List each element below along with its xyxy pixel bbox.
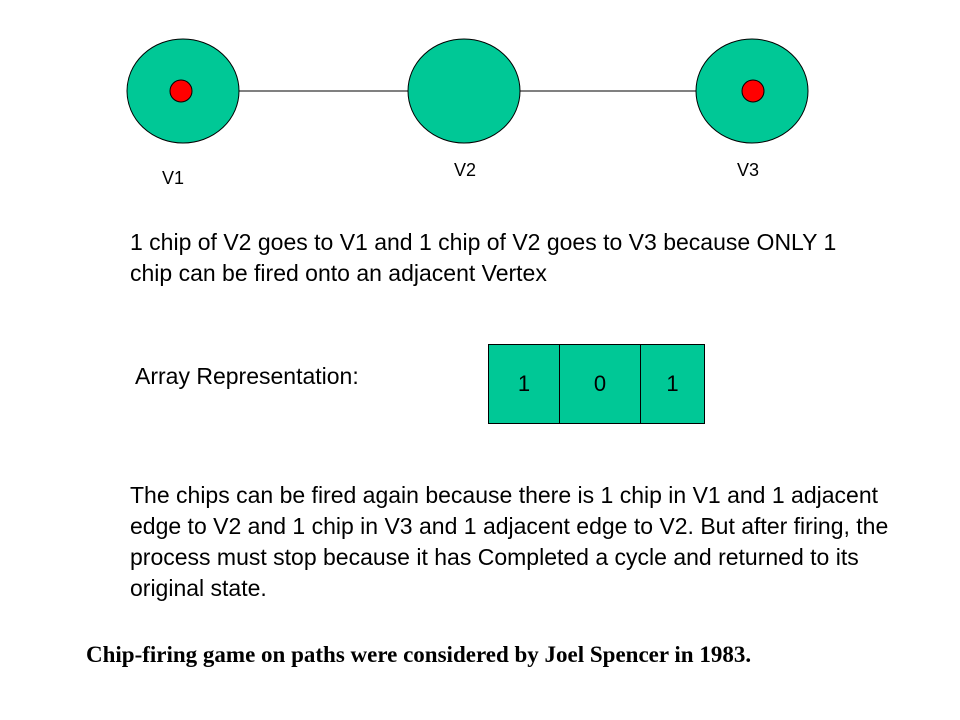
explanation-text: 1 chip of V2 goes to V1 and 1 chip of V2… xyxy=(130,229,837,286)
array-cell-2: 0 xyxy=(559,345,640,423)
footnote: Chip-firing game on paths were considere… xyxy=(86,642,752,667)
chip-v1 xyxy=(169,79,193,103)
array-representation: 1 0 1 xyxy=(488,344,705,424)
array-label: Array Representation: xyxy=(135,363,359,389)
continuation-text: The chips can be fired again because the… xyxy=(130,482,889,601)
vertex-label-v2: V2 xyxy=(454,160,477,180)
array-cell-3: 1 xyxy=(640,345,704,423)
vertex-v2 xyxy=(407,38,521,144)
vertex-label-v3: V3 xyxy=(737,160,760,180)
chip-v3 xyxy=(741,79,765,103)
array-cell-1: 1 xyxy=(517,371,531,396)
vertex-label-v1: V1 xyxy=(162,168,185,188)
